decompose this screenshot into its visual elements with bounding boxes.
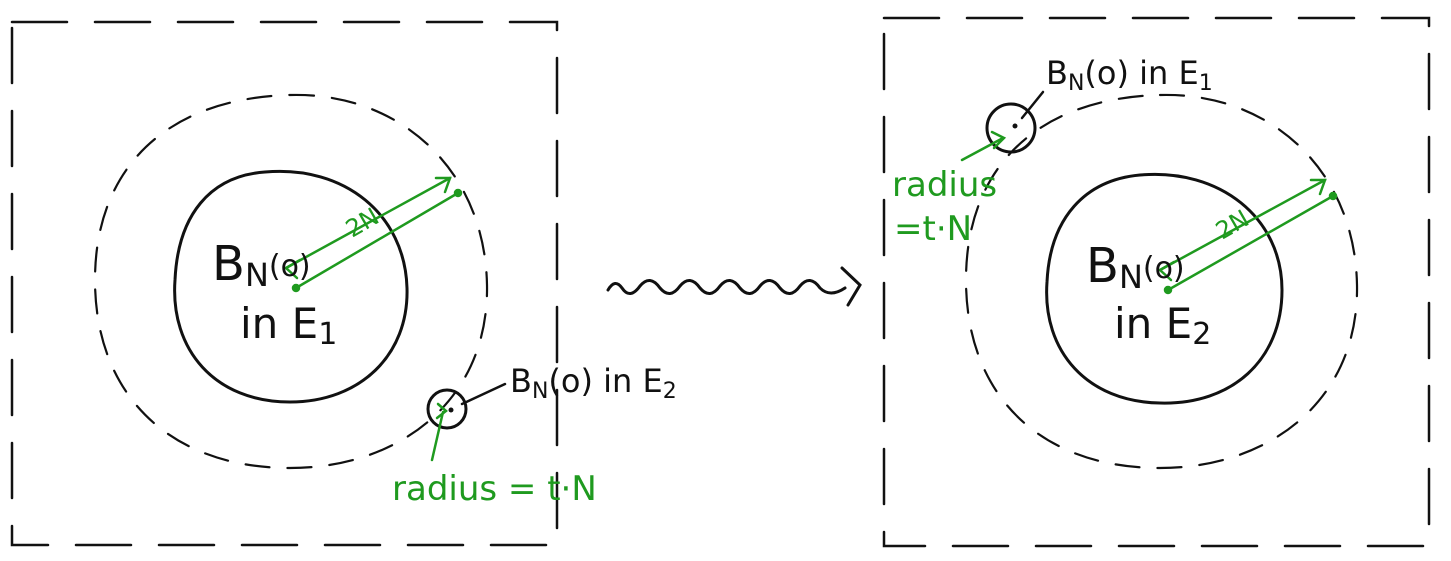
right-small-ball-label: BN(o) in E1 xyxy=(1046,54,1213,96)
left-small-ball-pointer xyxy=(460,382,507,406)
left-small-ball xyxy=(426,388,468,430)
right-small-radius-label-line2: =t·N xyxy=(894,209,972,249)
left-small-sub: N xyxy=(532,379,548,404)
left-center-in: in E xyxy=(240,299,318,348)
right-outer-dashed-circle xyxy=(964,93,1359,470)
left-outer-dashed-circle xyxy=(93,93,489,470)
left-center-ball-label: BN(o) xyxy=(212,236,311,294)
right-small-ball-pointer xyxy=(1020,90,1045,120)
left-small-arg-sub: 2 xyxy=(663,379,677,404)
right-small-b: B xyxy=(1046,54,1068,92)
right-center-b: B xyxy=(1086,238,1119,294)
right-small-arg-sub: 1 xyxy=(1199,71,1213,96)
left-center-ball-label-line2: in E1 xyxy=(240,299,337,352)
right-2n-radius-arrow xyxy=(1157,178,1338,295)
right-small-radius-label-line1: radius xyxy=(892,165,997,205)
right-center-arg: (o) xyxy=(1143,251,1185,286)
right-panel: 2N BN(o) in E2 BN(o) in E1 radius =t·N xyxy=(882,16,1431,548)
right-center-in: in E xyxy=(1114,299,1192,348)
left-center-in-sub: 1 xyxy=(318,317,337,352)
right-center-sub: N xyxy=(1119,258,1143,296)
left-center-sub: N xyxy=(245,256,269,294)
left-small-radius-label: radius = t·N xyxy=(392,469,597,509)
right-inner-ball xyxy=(1045,172,1284,405)
right-center-ball-label-line2: in E2 xyxy=(1114,299,1211,352)
left-center-arg: (o) xyxy=(269,249,311,284)
right-center-in-sub: 2 xyxy=(1192,317,1211,352)
right-frame-dashed xyxy=(882,16,1431,548)
left-inner-ball xyxy=(173,169,409,404)
left-small-arg: (o) in E xyxy=(548,362,662,400)
right-small-radius-pointer xyxy=(960,130,1007,162)
left-small-ball-center xyxy=(448,407,454,413)
left-small-ball-label: BN(o) in E2 xyxy=(510,362,677,404)
right-small-arg: (o) in E xyxy=(1084,54,1198,92)
right-center-ball-label: BN(o) xyxy=(1086,238,1185,296)
left-panel: 2N BN(o) in E1 BN(o) in E2 radius = t·N xyxy=(10,20,677,547)
right-small-ball xyxy=(985,102,1037,154)
left-small-radius-pointer xyxy=(430,402,448,462)
left-center-b: B xyxy=(212,236,245,292)
right-small-ball-center xyxy=(1012,123,1018,129)
left-small-b: B xyxy=(510,362,532,400)
left-2n-radius-arrow xyxy=(283,176,463,293)
left-frame-dashed xyxy=(10,20,559,547)
right-small-sub: N xyxy=(1068,71,1084,96)
squiggly-arrow-icon xyxy=(606,266,862,307)
left-2n-label: 2N xyxy=(341,202,384,243)
